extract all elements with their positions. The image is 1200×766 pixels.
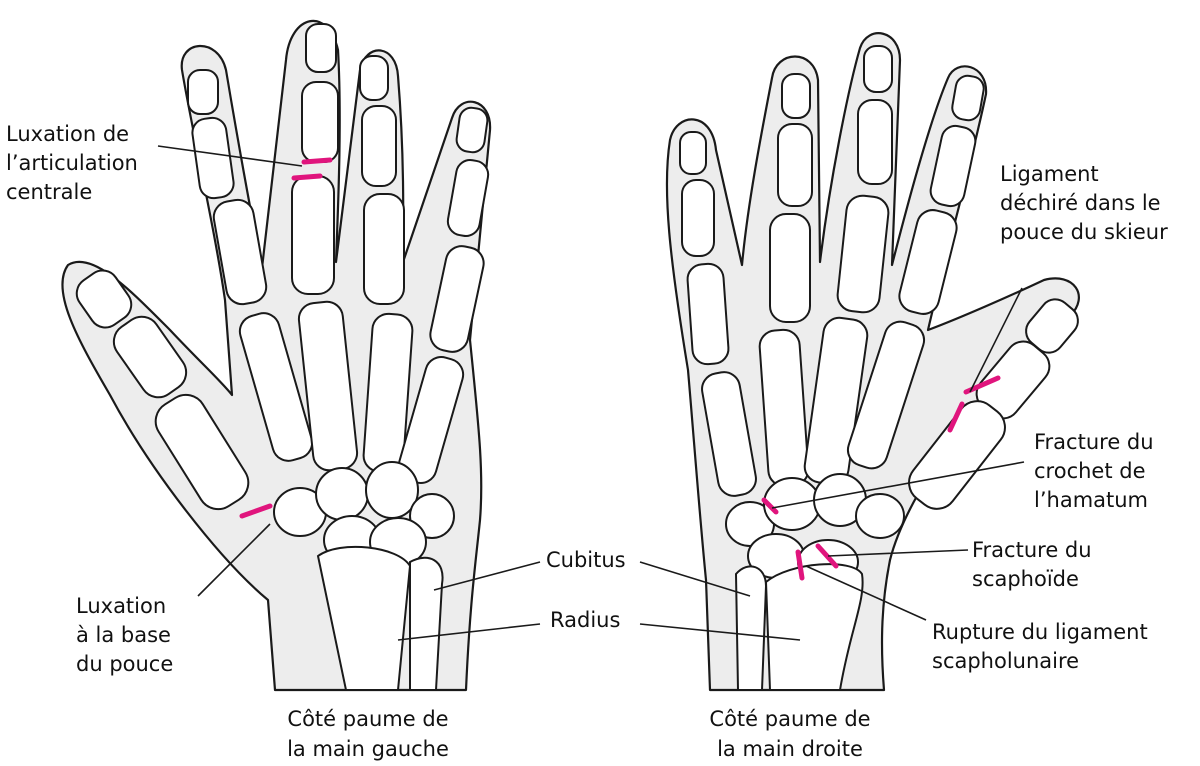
injury-mark-central-joint-base xyxy=(291,173,323,181)
label-luxation-thumb-base: Luxation à la base du pouce xyxy=(76,594,174,676)
injury-mark-scapholunate xyxy=(795,549,805,581)
injury-marks xyxy=(239,157,1001,581)
label-scaphoid-fracture: Fracture du scaphoïde xyxy=(972,538,1092,591)
injury-mark-scaphoid xyxy=(815,543,839,569)
label-hamate-fracture: Fracture du crochet de l’hamatum xyxy=(1034,430,1154,512)
caption-left-hand: Côté paume de la main gauche xyxy=(287,707,449,761)
label-cubitus: Cubitus xyxy=(546,548,626,572)
injury-mark-hamate xyxy=(761,497,779,515)
label-scapholunate-rupture: Rupture du ligament scapholunaire xyxy=(932,620,1148,673)
injury-mark-central-joint xyxy=(301,157,333,165)
label-luxation-central-joint: Luxation de l’articulation centrale xyxy=(6,122,138,204)
leader-lines xyxy=(157,145,1025,641)
left-hand-bones xyxy=(75,23,490,691)
injury-mark-skier-thumb-2 xyxy=(947,401,965,433)
right-hand-bones xyxy=(679,45,1079,691)
injury-mark-thumb-base xyxy=(239,503,273,519)
caption-right-hand: Côté paume de la main droite xyxy=(709,707,871,761)
label-skier-thumb-ligament: Ligament déchiré dans le pouce du skieur xyxy=(1000,162,1168,244)
label-radius: Radius xyxy=(550,608,621,632)
